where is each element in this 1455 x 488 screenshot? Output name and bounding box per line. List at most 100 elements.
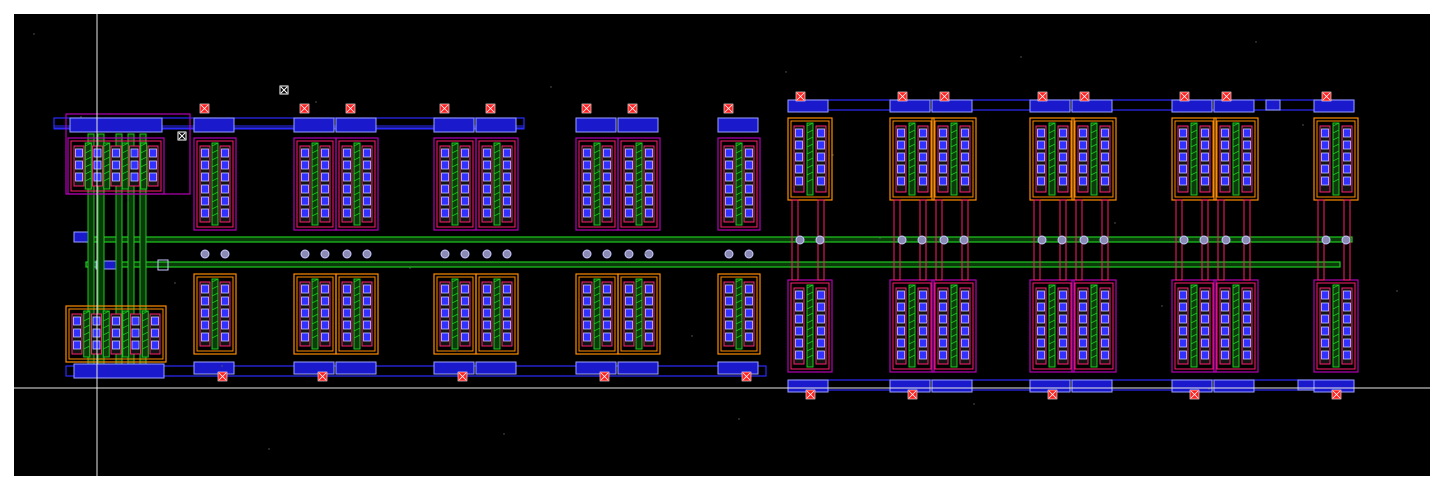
poly-hatch: [493, 177, 501, 182]
poly-gate: [211, 142, 219, 226]
device-finger: [917, 287, 929, 365]
poly-hatch: [1090, 291, 1098, 296]
poly-hatch: [1048, 129, 1056, 134]
contact-cell: [583, 320, 591, 330]
poly-hatch: [451, 205, 459, 210]
poly-hatch: [451, 299, 459, 304]
poly-hatch: [1232, 136, 1240, 141]
poly-hatch: [122, 163, 129, 168]
poly-hatch: [735, 306, 743, 311]
poly-hatch: [353, 156, 361, 161]
poly-hatch: [1232, 284, 1240, 289]
contact-cell: [919, 338, 927, 348]
device-diffusion: [578, 276, 616, 352]
contact-cell: [1321, 152, 1329, 162]
device-diffusion: [436, 140, 474, 228]
contact-cell: [1179, 152, 1187, 162]
pin-diag: [458, 372, 467, 381]
poly-hatch: [1190, 291, 1198, 296]
contact-cell: [483, 296, 491, 306]
contact-cell: [73, 340, 81, 350]
poly-hatch: [806, 150, 814, 155]
grid-dot: [785, 71, 787, 73]
poly-hatch: [635, 306, 643, 311]
poly-hatch: [1048, 340, 1056, 345]
device-finger: [1199, 287, 1211, 365]
contact-cell: [483, 196, 491, 206]
cell-bottom-strap: [931, 379, 973, 393]
contact-cell: [503, 208, 511, 218]
poly-hatch: [103, 149, 110, 154]
grid-dot: [315, 101, 317, 103]
cell-bottom-strap: [617, 361, 659, 375]
device-outline: [931, 117, 977, 201]
contact-cell: [483, 184, 491, 194]
cell-bottom-strap: [1213, 379, 1255, 393]
poly-hatch: [311, 177, 319, 182]
contact-cell: [897, 338, 905, 348]
poly-hatch: [1190, 122, 1198, 127]
poly-hatch: [85, 156, 92, 161]
contact-cell: [645, 208, 653, 218]
contact-cell: [1221, 164, 1229, 174]
device-outline: [1313, 117, 1359, 201]
device-finger: [219, 145, 231, 223]
grid-dot: [127, 199, 129, 201]
contact-cell: [1037, 152, 1045, 162]
contact-cell: [1101, 128, 1109, 138]
poly-hatch: [950, 298, 958, 303]
poly-hatch: [353, 198, 361, 203]
poly-hatch: [451, 313, 459, 318]
pin-diag: [1222, 92, 1231, 101]
poly-hatch: [311, 299, 319, 304]
poly-hatch: [908, 122, 916, 127]
contact-cell: [1179, 326, 1187, 336]
poly-hatch: [1190, 136, 1198, 141]
poly-gate: [451, 142, 459, 226]
contact-cell: [897, 350, 905, 360]
poly-hatch: [142, 345, 149, 350]
poly-hatch: [806, 319, 814, 324]
poly-hatch: [1232, 305, 1240, 310]
poly-hatch: [635, 177, 643, 182]
contact-cell: [1037, 140, 1045, 150]
poly-hatch: [1232, 319, 1240, 324]
poly-hatch: [1048, 171, 1056, 176]
contact-cell: [897, 140, 905, 150]
net-node: [815, 235, 825, 245]
net-node: [939, 235, 949, 245]
poly-hatch: [1232, 171, 1240, 176]
contact-cell: [112, 172, 120, 182]
contact-cell: [745, 184, 753, 194]
poly-hatch: [83, 324, 90, 329]
contact-cell: [1343, 350, 1351, 360]
grid-dot: [597, 169, 599, 171]
grid-dot: [1396, 290, 1398, 292]
contact-cell: [645, 148, 653, 158]
contact-cell: [301, 172, 309, 182]
contact-cell: [461, 172, 469, 182]
device-diffusion: [68, 308, 164, 360]
contact-cell: [301, 196, 309, 206]
pin-diag: [318, 372, 327, 381]
poly-hatch: [1048, 291, 1056, 296]
contact-cell: [363, 308, 371, 318]
poly-hatch: [1090, 129, 1098, 134]
contact-cell: [1101, 176, 1109, 186]
layout-canvas[interactable]: [14, 14, 1430, 476]
contact-cell: [745, 332, 753, 342]
pin-diag: [1180, 92, 1189, 101]
cell-top-strap: [193, 117, 235, 133]
poly-hatch: [806, 326, 814, 331]
contact-cell: [795, 302, 803, 312]
net-node: [342, 249, 352, 259]
poly-hatch: [1232, 354, 1240, 359]
contact-cell: [221, 320, 229, 330]
contact-cell: [745, 160, 753, 170]
poly-hatch: [735, 149, 743, 154]
contact-cell: [939, 326, 947, 336]
poly-hatch: [908, 178, 916, 183]
contact-cell: [441, 208, 449, 218]
poly-hatch: [353, 299, 361, 304]
